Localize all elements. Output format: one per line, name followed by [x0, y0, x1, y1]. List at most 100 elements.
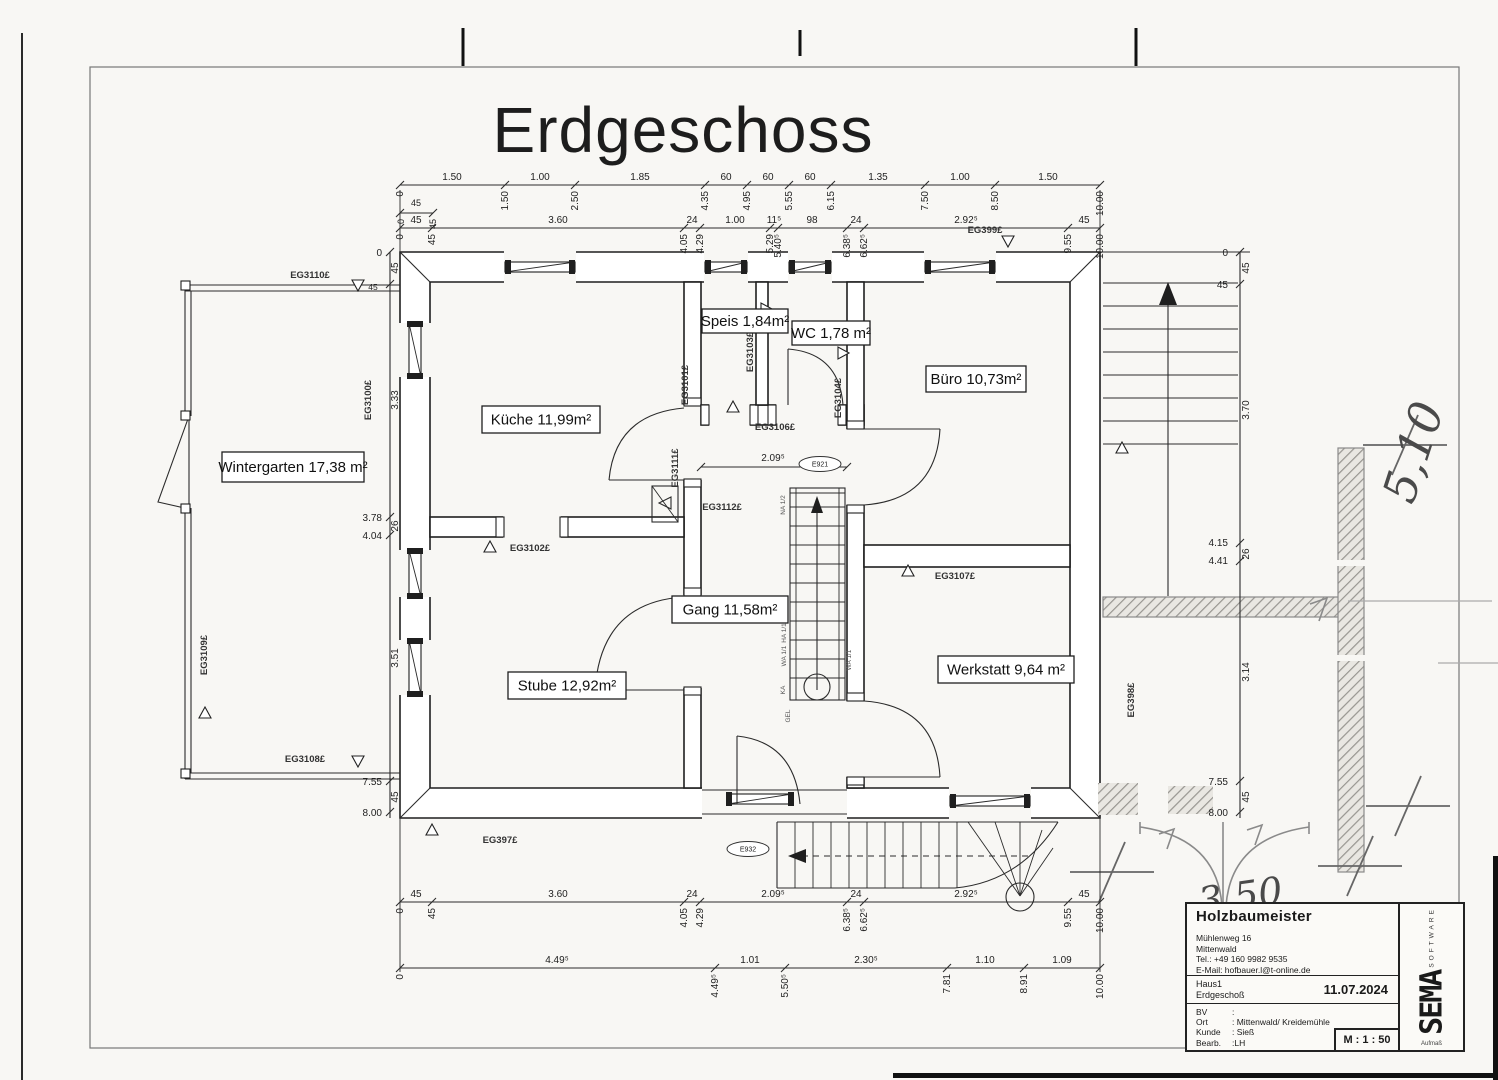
room-label: Speis 1,84m² [701, 308, 789, 334]
component-label: EG3111£ [670, 448, 681, 488]
exterior-stair-bottom [776, 821, 1059, 912]
dimension-text: 7.81 [942, 974, 953, 994]
dimension-text: 3.51 [390, 648, 401, 668]
software-logo: SEMA SOFTWARE Aufmaß [1400, 904, 1463, 1050]
component-label: EG3104£ [833, 377, 844, 418]
dimension-text: 3.60 [548, 889, 568, 900]
dimension-text: 45 [1217, 280, 1229, 291]
door-swings [594, 348, 941, 805]
dimension-text: 0 [395, 974, 406, 980]
dimension-text: 8.00 [1209, 808, 1229, 819]
vent-triangle-icon [901, 563, 915, 577]
wintergarten-walls [157, 280, 400, 780]
field-value: : Sieß [1232, 1027, 1255, 1038]
dimension-text: 1.50 [1038, 172, 1058, 183]
dimension-text: 4.15 [1209, 538, 1229, 549]
component-label: EG3103£ [745, 331, 756, 372]
vent-triangle-icon [351, 755, 365, 769]
title-block-main: Holzbaumeister Mühlenweg 16 Mittenwald T… [1187, 904, 1400, 1052]
dimension-text: 8.91 [1019, 974, 1030, 994]
interior-stair [789, 487, 846, 701]
dimension-text: 6.62⁵ [859, 908, 870, 932]
dimension-text: 4.29 [695, 908, 706, 928]
dimension-text: 1.50 [500, 191, 511, 211]
room-label: WC 1,78 m² [791, 320, 871, 346]
dimension-text: 45 [1241, 262, 1252, 274]
dimension-text: 2.92⁵ [954, 889, 978, 900]
dimension-text: 3.60 [548, 215, 568, 226]
dimension-text: 3.14 [1241, 662, 1252, 682]
pencil-door-swing [1225, 826, 1310, 907]
window-symbols [399, 250, 1031, 820]
drawing-title: Erdgeschoss [493, 94, 874, 166]
dimension-text: 1.09 [1052, 955, 1072, 966]
dimension-text: 98 [806, 215, 818, 226]
dimension-text: 6.38⁵ [842, 234, 853, 258]
dimension-text: 45 [1241, 791, 1252, 803]
dimension-text: 45 [411, 198, 421, 208]
dimension-text: 5.29 [765, 234, 776, 254]
component-label: EG3106£ [755, 422, 796, 433]
dimension-text: 4.35 [700, 191, 711, 211]
field-label: Ort [1196, 1017, 1208, 1028]
dimension-text: 5.40⁵ [773, 234, 784, 258]
component-label: EG3108£ [285, 754, 326, 765]
dimension-text: 7.55 [363, 777, 383, 788]
dimension-text: 0 [376, 248, 382, 259]
dimension-text: HA 1/1 [781, 623, 788, 643]
exterior-stair-top [1103, 282, 1238, 596]
dimension-text: 2.92⁵ [954, 215, 978, 226]
dimension-text: 1.35 [868, 172, 888, 183]
component-label: EG3110£ [290, 270, 330, 281]
dimension-text: 4.05 [679, 234, 690, 254]
dimension-text: WA 1/1 [781, 645, 788, 666]
room-label: Stube 12,92m² [507, 671, 627, 700]
vent-triangle-icon [837, 346, 851, 360]
vent-triangle-icon [483, 539, 497, 553]
project-name: Haus1 [1196, 978, 1223, 989]
dimension-text: 0 [395, 191, 406, 197]
dimension-text: 3.33 [390, 390, 401, 410]
interior-walls [429, 281, 1071, 789]
dimension-text: 4.04 [363, 531, 383, 542]
page-border [89, 66, 1460, 1049]
dimension-text: 60 [720, 172, 732, 183]
dimension-text: 9.55 [1063, 908, 1074, 928]
field-label: BV [1196, 1007, 1208, 1017]
dimension-text: NA 1/2 [780, 495, 787, 515]
sema-logo-subtext: SOFTWARE [1428, 907, 1435, 968]
room-label: Wintergarten 17,38 m² [218, 451, 368, 483]
dimension-text: 2.09⁵ [761, 453, 785, 464]
address-line: Mittenwald [1196, 943, 1237, 954]
dimension-text: 1.10 [975, 955, 995, 966]
sema-logo-smalltext: Aufmaß [1420, 1041, 1442, 1047]
dimension-text: 4.29 [695, 234, 706, 254]
dimension-text: 26 [390, 520, 401, 532]
sheet-name: Erdgeschoß [1196, 989, 1245, 1000]
bottom-entrance [702, 786, 847, 820]
field-value: : [1232, 1007, 1235, 1017]
dimension-text: 3.70 [1241, 400, 1252, 420]
vent-triangle-icon [351, 279, 365, 293]
room-label: Werkstatt 9,64 m² [937, 655, 1075, 684]
pencil-patch [1168, 786, 1213, 814]
dimension-text: 45 [368, 282, 378, 292]
component-label: EG3107£ [935, 571, 976, 582]
address-line: Tel.: +49 160 9982 9535 [1196, 954, 1288, 964]
pencil-door-swing [1139, 826, 1223, 907]
room-label-text: Stube 12,92m² [518, 678, 616, 695]
dimension-text: 9.55 [1063, 234, 1074, 254]
dimension-text: 45 [410, 889, 422, 900]
dimension-text: 10.00 [1095, 234, 1106, 259]
dimension-text: 24 [850, 889, 862, 900]
field-label: Kunde [1196, 1027, 1221, 1038]
dimension-text: 2.09⁵ [761, 889, 785, 900]
dimension-text: 45 [1078, 889, 1090, 900]
stamp-text: E921 [812, 462, 828, 469]
dimension-text: 1.85 [630, 172, 650, 183]
dimension-text: KA [780, 685, 787, 694]
